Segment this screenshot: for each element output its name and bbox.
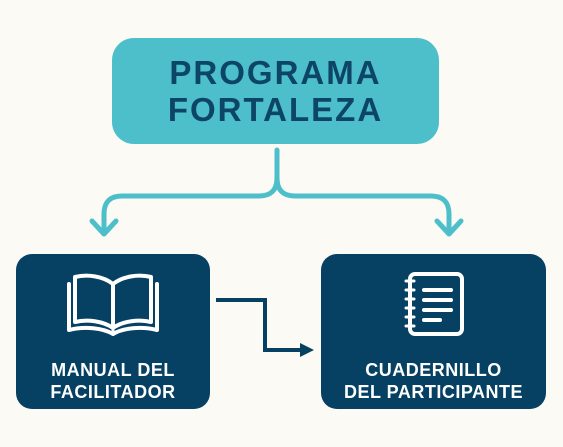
facilitator-manual-label: MANUAL DEL FACILITADOR xyxy=(50,359,175,403)
participant-workbook-label-line-1: CUADERNILLO xyxy=(365,360,502,380)
participant-workbook-card: CUADERNILLO DEL PARTICIPANTE xyxy=(321,254,546,409)
branch-connector-right xyxy=(274,175,452,235)
facilitator-manual-label-line-1: MANUAL DEL xyxy=(51,360,175,380)
root-node: PROGRAMA FORTALEZA xyxy=(112,38,439,144)
link-arrow-line xyxy=(216,298,300,352)
root-title-line-1: PROGRAMA xyxy=(169,54,382,91)
branch-connector xyxy=(101,147,280,235)
participant-workbook-label: CUADERNILLO DEL PARTICIPANTE xyxy=(344,359,523,403)
facilitator-manual-label-line-2: FACILITADOR xyxy=(50,382,176,402)
open-book-icon xyxy=(67,273,159,336)
spiral-notebook-icon xyxy=(404,272,464,336)
arrowhead-right xyxy=(434,218,464,237)
arrowhead-left xyxy=(89,218,119,237)
participant-workbook-label-line-2: DEL PARTICIPANTE xyxy=(343,382,523,402)
facilitator-manual-card: MANUAL DEL FACILITADOR xyxy=(16,254,210,409)
root-title-line-2: FORTALEZA xyxy=(167,91,384,128)
link-arrowhead xyxy=(300,343,314,357)
